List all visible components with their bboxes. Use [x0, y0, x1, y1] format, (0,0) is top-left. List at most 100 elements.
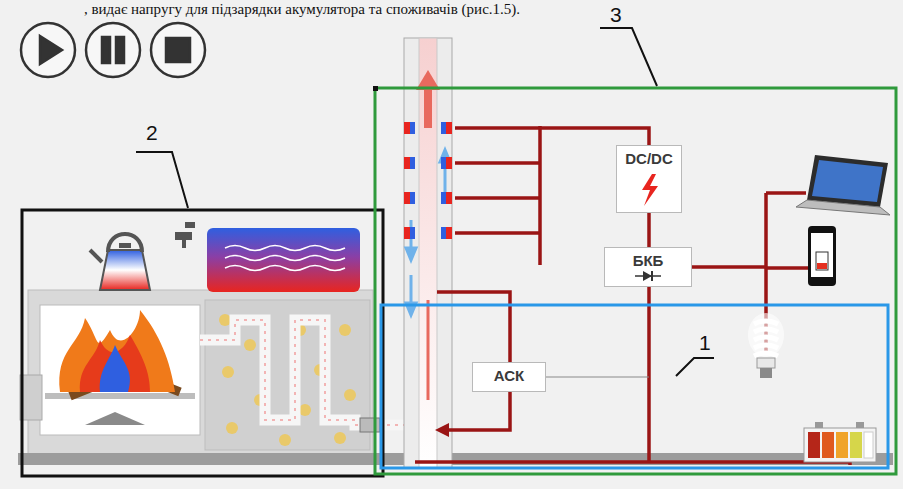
lightning-symbol — [634, 172, 664, 208]
chimney — [410, 227, 415, 239]
battery-icon — [864, 432, 873, 458]
stove — [344, 389, 356, 401]
stove — [185, 222, 195, 228]
stove — [299, 404, 311, 416]
stove — [108, 234, 142, 252]
chimney — [410, 275, 413, 305]
power-wire — [647, 213, 651, 247]
lamp-icon — [748, 313, 784, 357]
converter-box: DC/DC — [616, 145, 682, 213]
chimney — [441, 157, 446, 169]
battery-icon — [850, 432, 862, 458]
chimney — [446, 192, 452, 204]
chimney — [406, 248, 416, 260]
stove — [219, 314, 231, 326]
storage-frame — [381, 305, 888, 468]
power-wires — [442, 392, 510, 430]
laptop-icon — [796, 155, 890, 215]
chimney — [404, 227, 410, 239]
callout-number: 3 — [610, 4, 622, 26]
power-wires — [437, 292, 510, 362]
chimney — [446, 227, 452, 239]
stove — [360, 418, 380, 432]
leader-lines — [676, 358, 714, 376]
player-controls — [116, 37, 124, 63]
chimney — [441, 122, 446, 134]
stove — [225, 246, 345, 271]
player-controls — [40, 36, 62, 64]
leader-lines — [136, 28, 714, 376]
control-box: АСК — [472, 362, 546, 392]
stove — [20, 222, 405, 455]
box-label: АСК — [494, 367, 524, 385]
diode-symbol — [633, 270, 663, 282]
chimney — [446, 122, 452, 134]
box-label: DC/DC — [625, 150, 673, 168]
player-controls — [166, 38, 190, 62]
chimney — [419, 38, 437, 468]
chimney — [410, 122, 415, 134]
chimney — [404, 38, 452, 468]
chimney — [404, 122, 452, 239]
player-controls — [102, 37, 110, 63]
battery-icon — [822, 432, 834, 458]
stove — [207, 228, 360, 292]
phone-icon — [808, 226, 836, 286]
stove — [80, 335, 150, 392]
chimney — [424, 88, 432, 128]
leader-lines — [136, 152, 188, 208]
chimney — [404, 157, 410, 169]
control-wire — [546, 376, 649, 377]
battery-icon — [804, 422, 876, 462]
laptop-icon — [796, 200, 890, 215]
phone-icon — [816, 252, 828, 270]
chimney — [404, 122, 410, 134]
chimney — [410, 157, 415, 169]
stove — [279, 434, 291, 446]
charge-block-box: БКБ — [604, 247, 692, 287]
callout-number: 2 — [146, 122, 158, 144]
stove — [45, 393, 195, 399]
player-controls — [151, 23, 205, 77]
stove — [244, 339, 256, 351]
power-wires — [647, 286, 651, 462]
lamp-icon — [748, 313, 784, 378]
stove — [40, 305, 200, 435]
lamp-icon — [760, 368, 772, 378]
battery-icon — [815, 422, 823, 428]
power-wires — [415, 126, 850, 465]
stove — [222, 366, 234, 378]
phone-icon — [817, 263, 827, 269]
battery-icon — [836, 432, 848, 458]
stove — [175, 232, 192, 248]
chimney — [410, 192, 415, 204]
laptop-icon — [812, 160, 883, 202]
player-controls — [21, 23, 75, 77]
stove — [100, 345, 130, 392]
caption-fragment: , видає напругу для підзарядки акумулято… — [84, 1, 520, 18]
phone-icon — [808, 226, 836, 286]
battery-icon — [804, 428, 876, 462]
power-wires — [415, 462, 850, 465]
base-bar — [18, 453, 893, 465]
stove — [85, 412, 145, 425]
callout-number: 1 — [699, 332, 711, 354]
chimney — [404, 192, 410, 204]
stove — [90, 250, 102, 262]
stove — [59, 310, 175, 392]
generator-frame — [375, 88, 896, 474]
battery-icon — [808, 432, 820, 458]
battery-icon — [856, 422, 864, 428]
phone-icon — [811, 233, 833, 277]
stove — [119, 243, 131, 248]
lamp-icon — [757, 358, 775, 368]
box-label: БКБ — [633, 252, 664, 270]
stove — [339, 324, 351, 336]
chimney — [404, 38, 452, 468]
stove — [100, 250, 150, 290]
chimney — [446, 157, 452, 169]
leader-lines — [600, 28, 657, 86]
